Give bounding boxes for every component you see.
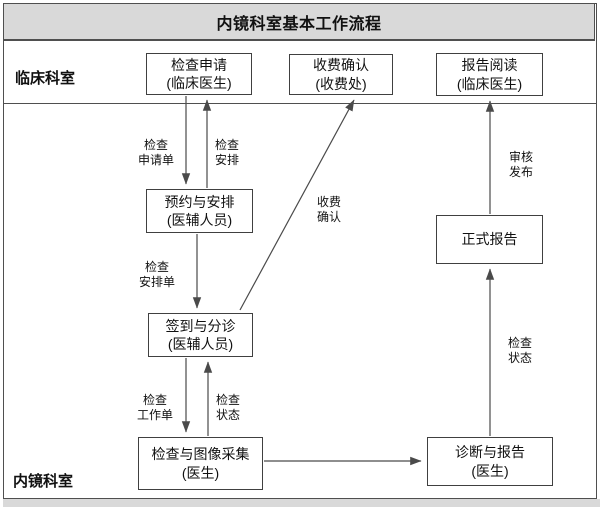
node-role: (临床医生) <box>166 75 232 91</box>
node-title: 检查申请 <box>171 56 227 73</box>
node-role: (医生) <box>181 464 220 481</box>
node-role: (收费处) <box>315 75 367 92</box>
bottom-band <box>3 499 600 507</box>
flow-node-checkin-triage: 签到与分诊 (医辅人员) <box>148 313 253 357</box>
flow-node-exam-image-capture: 检查与图像采集 (医生) <box>138 437 263 490</box>
node-role: (医生) <box>471 462 509 479</box>
node-title: 报告阅读 <box>461 57 518 74</box>
flow-node-exam-apply: 检查申请 (临床医生) <box>146 53 252 95</box>
node-title: 收费确认 <box>313 57 369 74</box>
node-title: 预约与安排 <box>164 193 235 210</box>
flow-node-official-report: 正式报告 <box>436 215 543 264</box>
flow-node-diagnosis-report: 诊断与报告 (医生) <box>427 437 553 486</box>
edge-checkin-to-charge <box>239 99 355 311</box>
diagram-title-bar: 内镜科室基本工作流程 <box>3 3 595 41</box>
lane-label-endoscopy-dept: 内镜科室 <box>13 473 74 490</box>
node-title: 签到与分诊 <box>165 317 236 334</box>
edge-label-review-publish: 审核 发布 <box>508 150 533 179</box>
edge-label-charge-confirm: 收费 确认 <box>316 195 341 224</box>
edge-label-exam-status-left: 检查 状态 <box>215 393 240 422</box>
edge-label-exam-worklist: 检查 工作单 <box>136 393 173 422</box>
node-title: 检查与图像采集 <box>151 446 250 463</box>
node-role: (临床医生) <box>456 75 523 92</box>
edge-label-exam-arrange-form: 检查 安排单 <box>138 260 175 289</box>
flow-node-charge-confirm: 收费确认 (收费处) <box>289 54 393 95</box>
lane-separator <box>3 103 597 104</box>
flow-node-appointment-schedule: 预约与安排 (医辅人员) <box>146 189 253 233</box>
edge-label-exam-apply-form: 检查 申请单 <box>137 138 174 167</box>
node-role: (医辅人员) <box>166 212 233 228</box>
edge-label-exam-status-right: 检查 状态 <box>507 336 532 365</box>
node-title: 诊断与报告 <box>455 444 525 461</box>
node-title: 正式报告 <box>461 231 518 248</box>
flow-node-report-reading: 报告阅读 (临床医生) <box>436 53 543 96</box>
edge-label-exam-arrange: 检查 安排 <box>214 138 239 167</box>
lane-label-clinical-dept: 临床科室 <box>15 70 76 87</box>
diagram-title: 内镜科室基本工作流程 <box>216 15 382 33</box>
node-role: (医辅人员) <box>167 336 234 352</box>
